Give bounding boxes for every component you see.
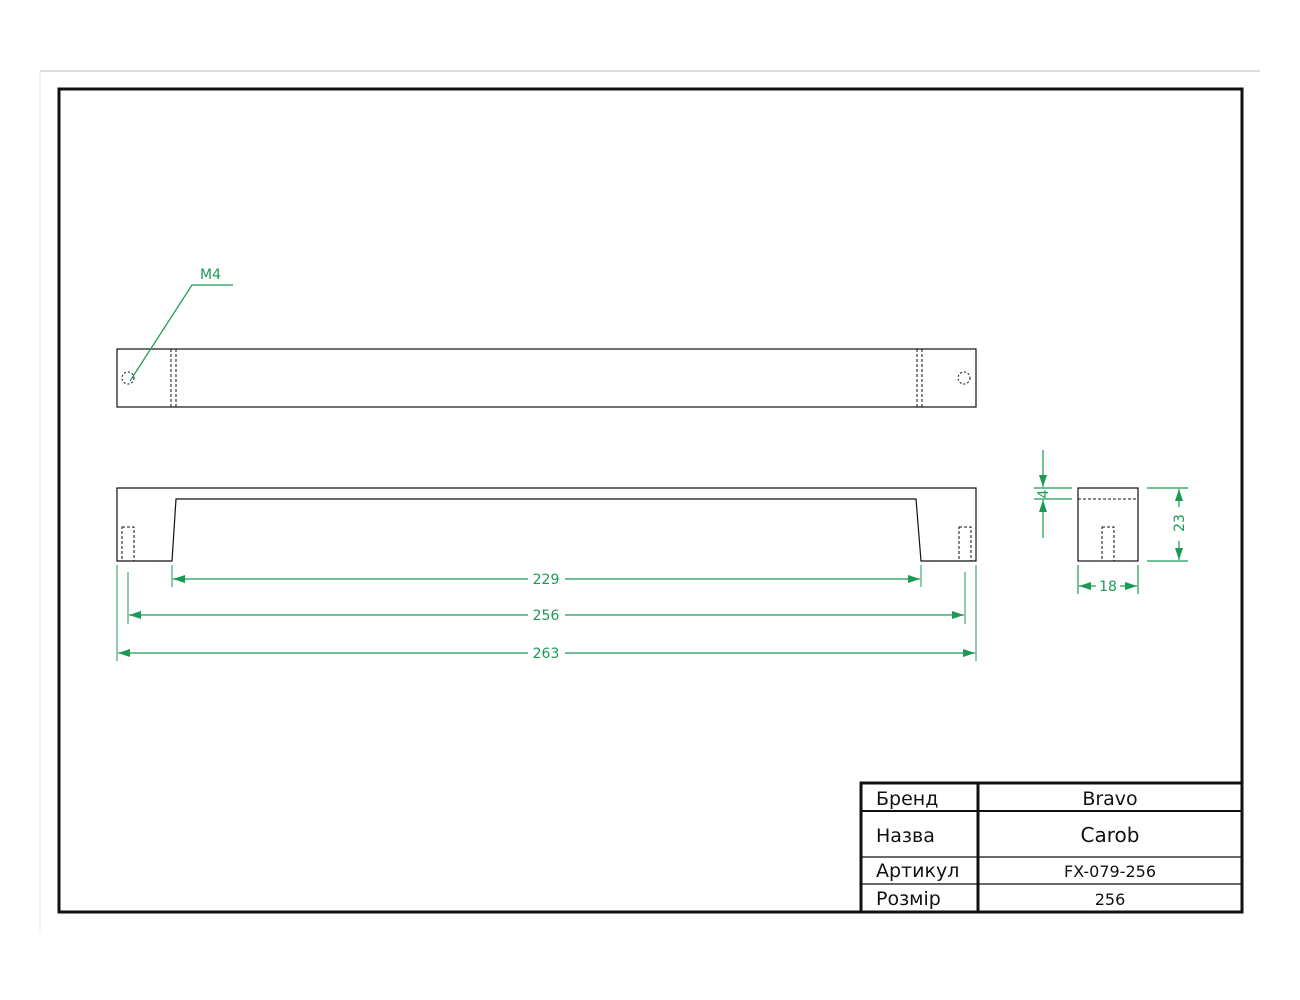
front-view-outline — [116, 487, 977, 562]
left-hole — [121, 371, 135, 385]
dimension-23 — [1147, 487, 1188, 562]
title-block-value-size: 256 — [1095, 890, 1126, 909]
dimension-23-label: 23 — [1172, 514, 1188, 532]
dimension-263-label: 263 — [533, 646, 560, 662]
dimension-256-label: 256 — [533, 608, 560, 624]
dimension-18 — [1077, 565, 1139, 594]
front-view — [116, 487, 977, 562]
title-block-value-article: FX-079-256 — [1064, 862, 1156, 881]
title-block-label-name: Назва — [876, 825, 935, 847]
thread-label: M4 — [200, 267, 221, 283]
dimension-4 — [1034, 450, 1072, 538]
title-block: Бренд Bravo Назва Carob Артикул FX-079-2… — [859, 781, 1244, 914]
title-block-value-brand: Bravo — [1082, 788, 1137, 810]
title-block-label-size: Розмір — [876, 888, 941, 910]
side-view — [1077, 487, 1139, 562]
top-view — [116, 348, 977, 408]
dimension-229-label: 229 — [533, 572, 560, 588]
title-block-value-name: Carob — [1081, 823, 1140, 847]
right-hole — [957, 371, 971, 385]
title-block-label-brand: Бренд — [876, 788, 938, 810]
title-block-label-article: Артикул — [876, 860, 959, 882]
dimension-4-label: 4 — [1036, 489, 1052, 498]
dimension-18-label: 18 — [1099, 579, 1117, 595]
top-view-outline — [116, 348, 977, 408]
thread-callout: M4 — [129, 267, 233, 382]
drawing-frame — [57, 87, 1244, 914]
